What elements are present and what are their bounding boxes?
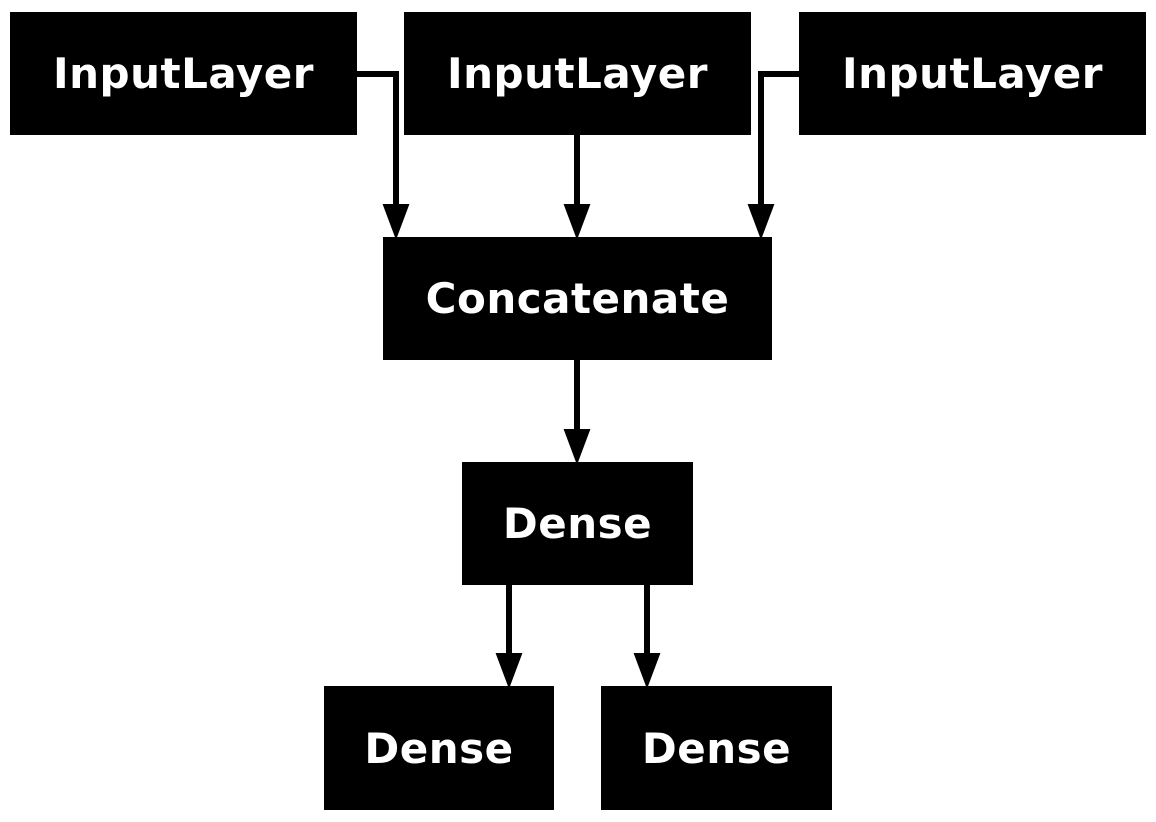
- node-input-layer-2: InputLayer: [404, 12, 751, 135]
- node-input-layer-1: InputLayer: [10, 12, 357, 135]
- node-dense-2: Dense: [324, 686, 554, 810]
- edge-dense-1-to-dense-3: [633, 585, 661, 689]
- node-label: Concatenate: [425, 274, 730, 323]
- edge-input-2-to-concat: [563, 135, 591, 240]
- edge-input-1-to-concat: [357, 71, 410, 240]
- edge-concat-to-dense-1: [563, 360, 591, 465]
- node-label: InputLayer: [842, 49, 1103, 98]
- arrowhead-icon: [563, 204, 591, 240]
- node-input-layer-3: InputLayer: [799, 12, 1146, 135]
- node-label: InputLayer: [447, 49, 708, 98]
- node-label: Dense: [364, 723, 514, 773]
- edge-line: [758, 71, 799, 207]
- arrowhead-icon: [633, 653, 661, 689]
- edge-line: [357, 71, 399, 207]
- node-label: Dense: [502, 499, 653, 548]
- node-label: InputLayer: [53, 49, 314, 98]
- node-dense-3: Dense: [601, 686, 832, 810]
- edge-dense-1-to-dense-2: [495, 585, 523, 689]
- edge-input-3-to-concat: [747, 71, 799, 240]
- arrowhead-icon: [495, 653, 523, 689]
- node-label: Dense: [641, 723, 792, 773]
- node-dense-1: Dense: [462, 462, 693, 585]
- node-concatenate: Concatenate: [383, 237, 772, 360]
- arrowhead-icon: [382, 204, 410, 240]
- arrowhead-icon: [563, 429, 591, 465]
- arrowhead-icon: [747, 204, 775, 240]
